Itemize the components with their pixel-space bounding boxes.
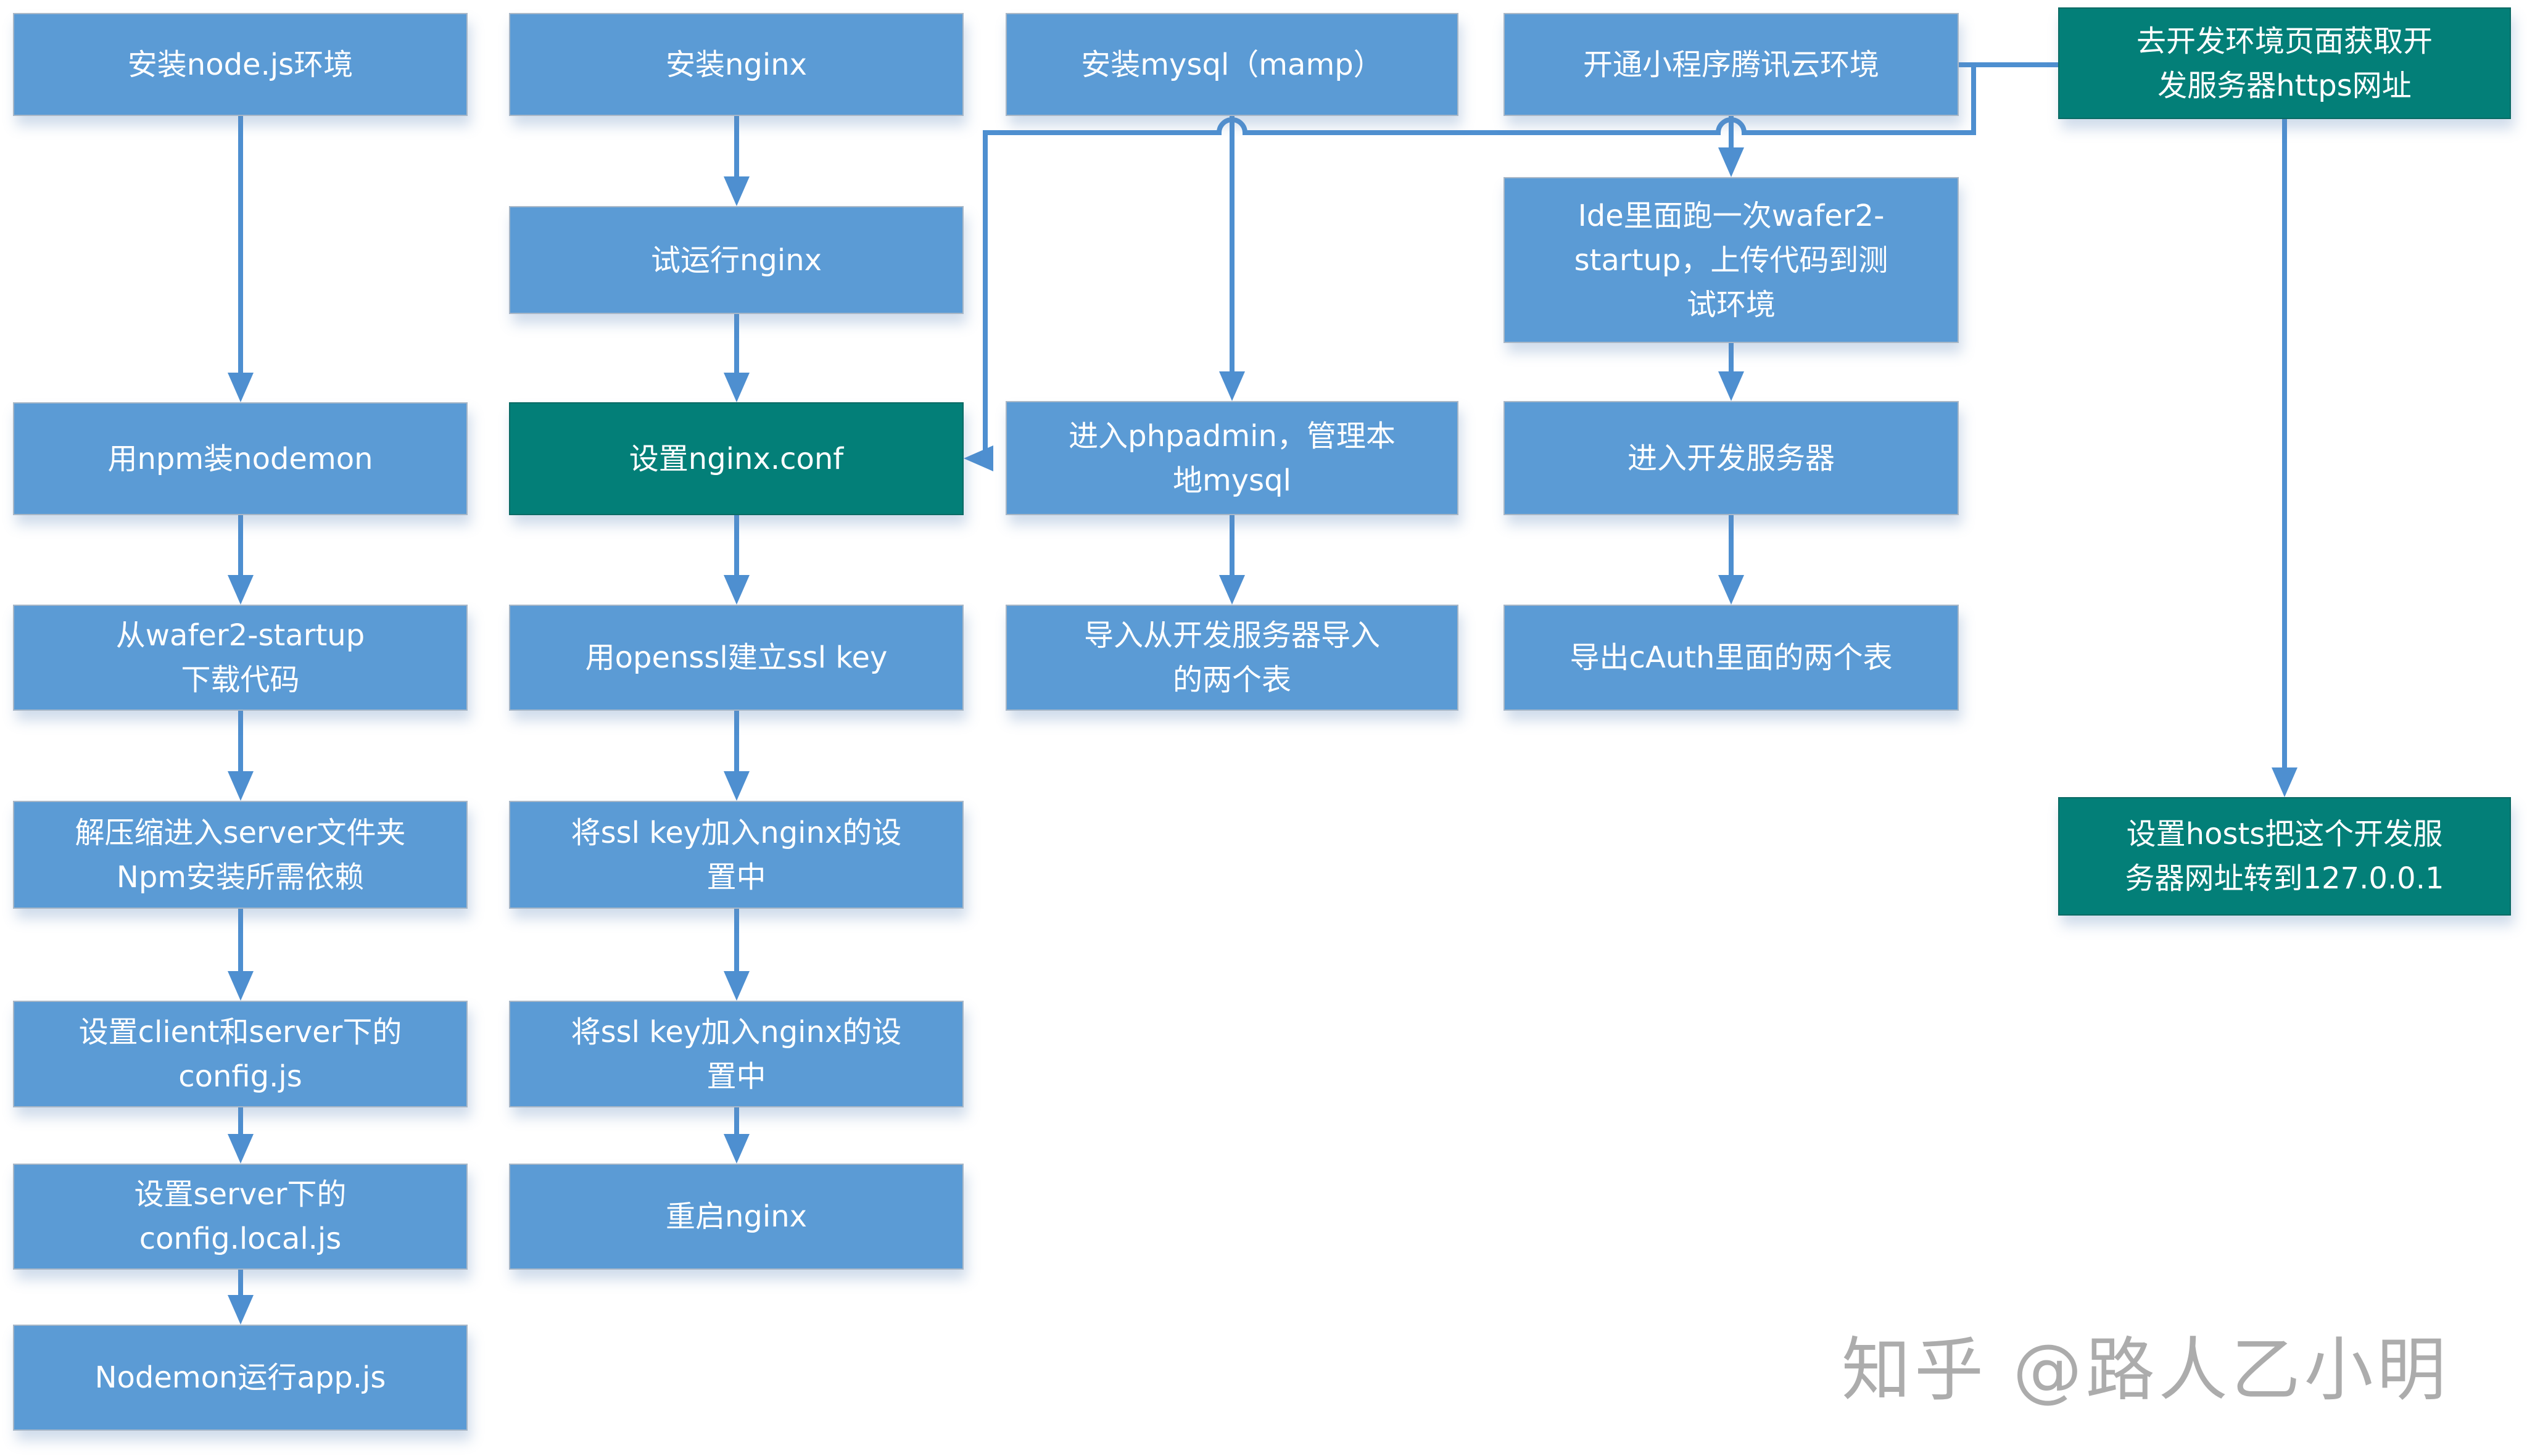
flow-node-label: 试运行nginx: [650, 242, 822, 278]
arrowhead: [228, 373, 254, 402]
flow-node-label: 设置hosts把这个开发服 务器网址转到127.0.0.1: [2125, 817, 2444, 896]
arrowhead: [1219, 575, 1245, 605]
arrowhead: [1219, 371, 1245, 401]
flow-node-import-tables: 导入从开发服务器导入 的两个表: [1006, 605, 1458, 711]
watermark: 知乎 @路人乙小明: [1842, 1330, 2450, 1410]
arrowhead: [228, 1134, 254, 1164]
flow-node-wafer2-download: 从wafer2-startup 下载代码: [13, 605, 468, 711]
flow-node-openssl-key: 用openssl建立ssl key: [509, 605, 964, 711]
flow-node-export-cauth: 导出cAuth里面的两个表: [1503, 605, 1959, 711]
flow-node-nginx-conf: 设置nginx.conf: [509, 402, 964, 515]
flow-node-label: 设置client和server下的 config.js: [78, 1014, 402, 1094]
flow-node-ssl-into-nginx-1: 将ssl key加入nginx的设 置中: [509, 801, 964, 909]
flow-node-config-js: 设置client和server下的 config.js: [13, 1001, 468, 1107]
flow-node-label: 导入从开发服务器导入 的两个表: [1083, 618, 1380, 697]
flow-node-ssl-into-nginx-2: 将ssl key加入nginx的设 置中: [509, 1001, 964, 1107]
flow-node-label: Nodemon运行app.js: [94, 1360, 386, 1395]
flow-node-install-node: 安装node.js环境: [13, 13, 468, 116]
flow-node-ide-wafer2: Ide里面跑一次wafer2- startup，上传代码到测 试环境: [1503, 177, 1959, 343]
flow-node-unzip-server: 解压缩进入server文件夹 Npm安装所需依赖: [13, 801, 468, 909]
flow-node-label: Ide里面跑一次wafer2- startup，上传代码到测 试环境: [1574, 198, 1888, 322]
flow-node-npm-nodemon: 用npm装nodemon: [13, 402, 468, 515]
flow-node-enter-dev-server: 进入开发服务器: [1503, 401, 1959, 515]
flow-node-label: 用openssl建立ssl key: [585, 640, 888, 675]
flow-node-restart-nginx: 重启nginx: [509, 1164, 964, 1270]
arrowhead: [2272, 767, 2297, 797]
branch-connector: [983, 64, 1976, 458]
flow-node-phpadmin: 进入phpadmin，管理本 地mysql: [1006, 401, 1458, 515]
flow-node-install-mysql: 安装mysql（mamp）: [1006, 13, 1458, 116]
flow-node-label: 将ssl key加入nginx的设 置中: [571, 815, 902, 895]
arrowhead: [1718, 147, 1744, 177]
flow-node-label: 进入phpadmin，管理本 地mysql: [1069, 418, 1396, 498]
flow-node-nodemon-run: Nodemon运行app.js: [13, 1325, 468, 1431]
flow-node-label: 去开发环境页面获取开 发服务器https网址: [2136, 23, 2433, 103]
flow-node-label: 将ssl key加入nginx的设 置中: [571, 1014, 902, 1094]
flow-node-label: 导出cAuth里面的两个表: [1570, 640, 1893, 675]
flow-node-label: 安装node.js环境: [127, 47, 354, 82]
flow-node-label: 设置nginx.conf: [629, 441, 844, 476]
arrowhead: [724, 1134, 750, 1164]
arrowhead: [1718, 575, 1744, 605]
flow-node-set-hosts: 设置hosts把这个开发服 务器网址转到127.0.0.1: [2058, 797, 2511, 916]
flow-node-open-tencent-cloud: 开通小程序腾讯云环境: [1503, 13, 1959, 116]
flow-node-label: 重启nginx: [665, 1199, 808, 1234]
flow-node-label: 安装nginx: [665, 47, 808, 82]
arrowhead: [228, 575, 254, 605]
flow-node-label: 用npm装nodemon: [107, 441, 373, 476]
arrowhead: [724, 176, 750, 206]
flow-node-label: 进入开发服务器: [1627, 441, 1835, 476]
flow-node-label: 开通小程序腾讯云环境: [1582, 47, 1879, 82]
flow-node-label: 从wafer2-startup 下载代码: [115, 618, 365, 697]
arrowhead: [228, 1295, 254, 1325]
flow-node-label: 解压缩进入server文件夹 Npm安装所需依赖: [75, 815, 406, 895]
arrowhead: [228, 771, 254, 801]
arrowhead: [724, 971, 750, 1001]
arrowhead: [1718, 371, 1744, 401]
arrowhead: [964, 445, 993, 471]
flow-node-test-nginx: 试运行nginx: [509, 206, 964, 314]
flow-node-label: 安装mysql（mamp）: [1081, 47, 1383, 82]
arrowhead: [228, 971, 254, 1001]
arrowhead: [724, 575, 750, 605]
flow-node-install-nginx: 安装nginx: [509, 13, 964, 116]
flow-node-config-local-js: 设置server下的 config.local.js: [13, 1164, 468, 1270]
arrowhead: [724, 771, 750, 801]
arrowhead: [724, 373, 750, 402]
flow-node-get-https-url: 去开发环境页面获取开 发服务器https网址: [2058, 7, 2511, 119]
flow-node-label: 设置server下的 config.local.js: [134, 1177, 347, 1256]
